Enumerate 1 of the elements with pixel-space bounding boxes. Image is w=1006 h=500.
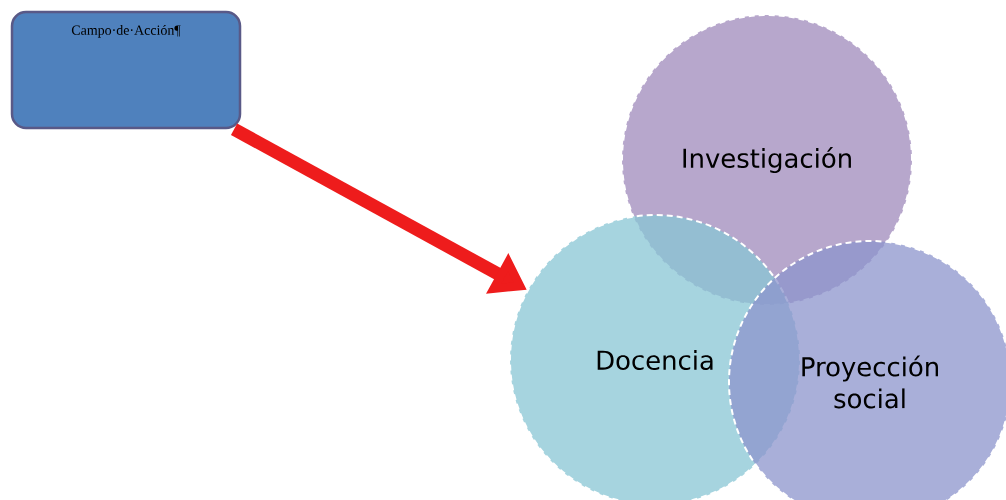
process-box: Campo·de·Acción¶: [10, 10, 242, 130]
